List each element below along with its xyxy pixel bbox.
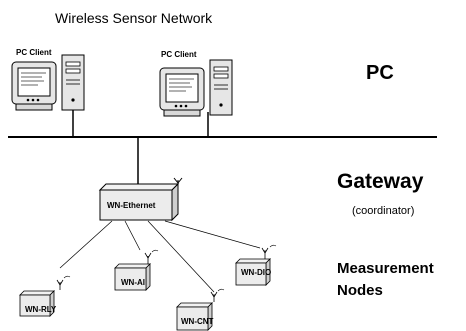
tier-gateway-sublabel: (coordinator) xyxy=(352,205,415,217)
node-wn-cnt-icon xyxy=(176,288,225,331)
tier-nodes-label-line2: Nodes xyxy=(337,282,383,299)
tier-pc-label: PC xyxy=(366,62,394,84)
node-wn-ai-icon xyxy=(114,249,159,291)
node-wn-rly-icon xyxy=(19,275,71,317)
pc-client-1-label: PC Client xyxy=(16,48,52,57)
node-wn-cnt-label: WN-CNT xyxy=(181,317,214,326)
diagram-title: Wireless Sensor Network xyxy=(55,10,213,26)
node-wn-dio-label: WN-DIO xyxy=(241,268,272,277)
tier-nodes-label-line1: Measurement xyxy=(337,260,434,277)
wireless-links xyxy=(59,220,261,293)
gateway-device-label: WN-Ethernet xyxy=(107,201,156,210)
node-wn-rly-label: WN-RLY xyxy=(25,305,57,314)
node-wn-dio-icon xyxy=(235,244,277,286)
pc-client-2-icon xyxy=(159,59,233,117)
tier-gateway-label: Gateway xyxy=(337,170,424,193)
gateway-device-icon xyxy=(98,177,183,222)
node-wn-ai-label: WN-AI xyxy=(121,278,145,287)
pc-client-2-label: PC Client xyxy=(161,50,197,59)
pc-client-1-icon xyxy=(11,54,85,111)
